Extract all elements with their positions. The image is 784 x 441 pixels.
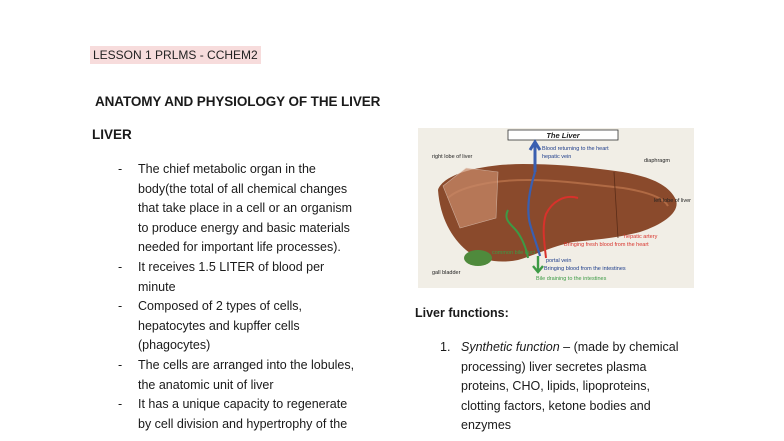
liver-body (438, 164, 677, 262)
liver-diagram: The Liver Blood returning to the heart h… (418, 128, 694, 288)
bullet-dash: - (118, 299, 123, 314)
bullet-line: the anatomic unit of liver (138, 377, 274, 392)
label-gall-bladder: gall bladder (432, 270, 461, 276)
bullet-line: by cell division and hypertrophy of the (138, 416, 348, 431)
bullet-line: It has a unique capacity to regenerate (138, 397, 348, 412)
portal-vein (527, 171, 542, 257)
bile-draining-arrow (532, 256, 544, 274)
function-line: clotting factors, ketone bodies and (461, 398, 651, 413)
label-bile-draining: Bile draining to the intestines (536, 276, 607, 282)
hepatic-vein-arrow (528, 139, 542, 172)
label-left-lobe: left lobe of liver (654, 198, 691, 204)
label-hepatic-vein: hepatic vein (542, 154, 571, 160)
label-fresh-blood: Bringing fresh blood from the heart (564, 242, 649, 248)
figure-title: The Liver (546, 131, 580, 140)
lesson-header-tag: LESSON 1 PRLMS - CCHEM2 (90, 46, 261, 64)
label-blood-returning: Blood returning to the heart (542, 146, 609, 152)
bullet-dash: - (118, 162, 123, 176)
bullet-dash: - (118, 259, 123, 274)
bullet-line: The chief metabolic organ in the (138, 162, 316, 176)
bullet-item: - It has a unique capacity to regenerate… (114, 395, 384, 434)
document-title: ANATOMY AND PHYSIOLOGY OF THE LIVER (95, 94, 381, 109)
gall-bladder (464, 250, 492, 266)
bullet-line: hepatocytes and kupffer cells (138, 318, 300, 333)
lobe-division (613, 171, 619, 239)
bullet-line: to produce energy and basic materials (138, 220, 350, 235)
liver-diagram-svg: The Liver Blood returning to the heart h… (432, 129, 691, 282)
bullet-line: needed for important life processes). (138, 240, 341, 255)
bullet-line: body(the total of all chemical changes (138, 181, 348, 196)
function-line: Synthetic function – (made by chemical (461, 338, 700, 358)
section-title: LIVER (92, 127, 132, 142)
bile-duct (505, 209, 529, 259)
bullet-item: - Composed of 2 types of cells, hepatocy… (114, 297, 384, 356)
bullet-item: - The cells are arranged into the lobule… (114, 356, 384, 395)
label-right-lobe: right lobe of liver (432, 154, 473, 160)
function-term: Synthetic function (461, 340, 560, 354)
bullet-line: minute (138, 279, 176, 294)
bullet-dash: - (118, 397, 123, 412)
function-line: processing) liver secretes plasma (461, 359, 647, 374)
bullet-item: - The chief metabolic organ in the body(… (114, 160, 384, 258)
bullet-dash: - (118, 357, 123, 372)
label-common-bile-duct: common bile duct (492, 250, 536, 256)
liver-bullet-list: - The chief metabolic organ in the body(… (114, 160, 384, 434)
label-portal-vein: portal vein (546, 258, 571, 264)
function-line: proteins, CHO, lipids, lipoproteins, (461, 379, 650, 394)
functions-heading: Liver functions: (415, 306, 509, 320)
figure-title-box (507, 129, 619, 141)
function-line: enzymes (461, 418, 512, 433)
label-hepatic-artery: hepatic artery (624, 234, 658, 240)
label-blood-intestines: Bringing blood from the intestines (544, 266, 626, 272)
function-text: – (made by chemical (563, 340, 679, 354)
bullet-line: that take place in a cell or an organism (138, 201, 353, 216)
bullet-line: (phagocytes) (138, 338, 211, 353)
function-number: 1. (440, 340, 451, 354)
functions-list: 1. Synthetic function – (made by chemica… (440, 338, 700, 436)
liver-cross-section (442, 167, 499, 229)
function-item: 1. Synthetic function – (made by chemica… (440, 338, 700, 436)
bullet-line: It receives 1.5 LITER of blood per (138, 259, 325, 274)
bullet-line: Composed of 2 types of cells, (138, 299, 302, 314)
hepatic-artery (542, 196, 579, 259)
bullet-line: The cells are arranged into the lobules, (138, 357, 355, 372)
label-diaphragm: diaphragm (644, 158, 670, 164)
bullet-item: - It receives 1.5 LITER of blood per min… (114, 258, 384, 297)
